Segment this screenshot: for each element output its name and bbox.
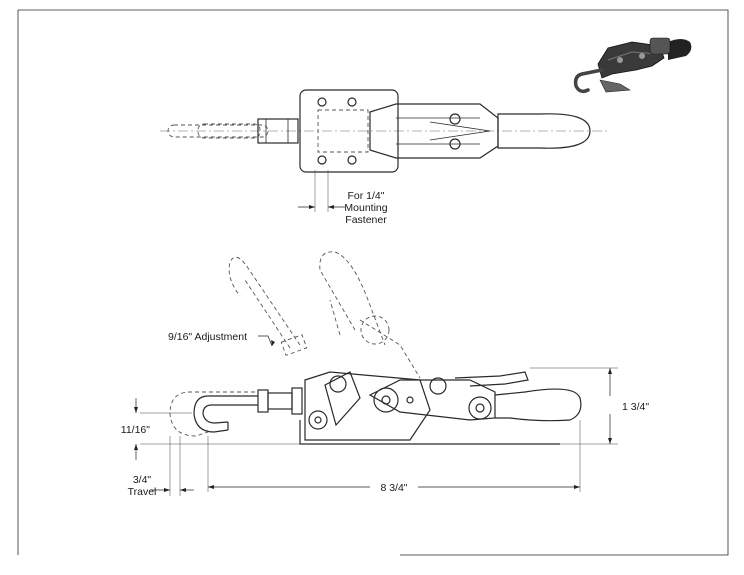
mounting-label-3: Fastener (345, 214, 387, 226)
hook-ghost (169, 391, 255, 437)
handle (497, 113, 591, 149)
travel-label-1: 3/4" (133, 474, 152, 486)
adjustment-label: 9/16" Adjustment (168, 331, 247, 343)
hook-height-label: 11/16" (121, 424, 150, 436)
clamp-photo-icon (573, 37, 692, 94)
top-view: For 1/4" Mounting Fastener (160, 89, 610, 226)
base-plate (299, 89, 399, 173)
clamp-body-side (304, 371, 431, 441)
height-label: 1 3/4" (622, 401, 649, 413)
mounting-label-2: Mounting (344, 202, 387, 214)
adjust-nut (257, 118, 299, 144)
adjust-nut-side (291, 387, 303, 415)
travel-label-2: Travel (128, 486, 157, 498)
sheet-border (18, 9, 729, 556)
overall-length-label: 8 3/4" (380, 482, 407, 494)
rod-ghost (197, 123, 261, 139)
hook-raised-ghost (228, 256, 301, 346)
side-view: 9/16" Adjustment 11/16" 3/4" Travel 8 3/… (121, 251, 649, 498)
mounting-label-1: For 1/4" (348, 190, 385, 202)
rod-retracted (167, 124, 269, 138)
handle-side (494, 388, 582, 422)
handle-raised-ghost (319, 251, 386, 346)
lever (368, 379, 496, 421)
hook (193, 395, 258, 433)
